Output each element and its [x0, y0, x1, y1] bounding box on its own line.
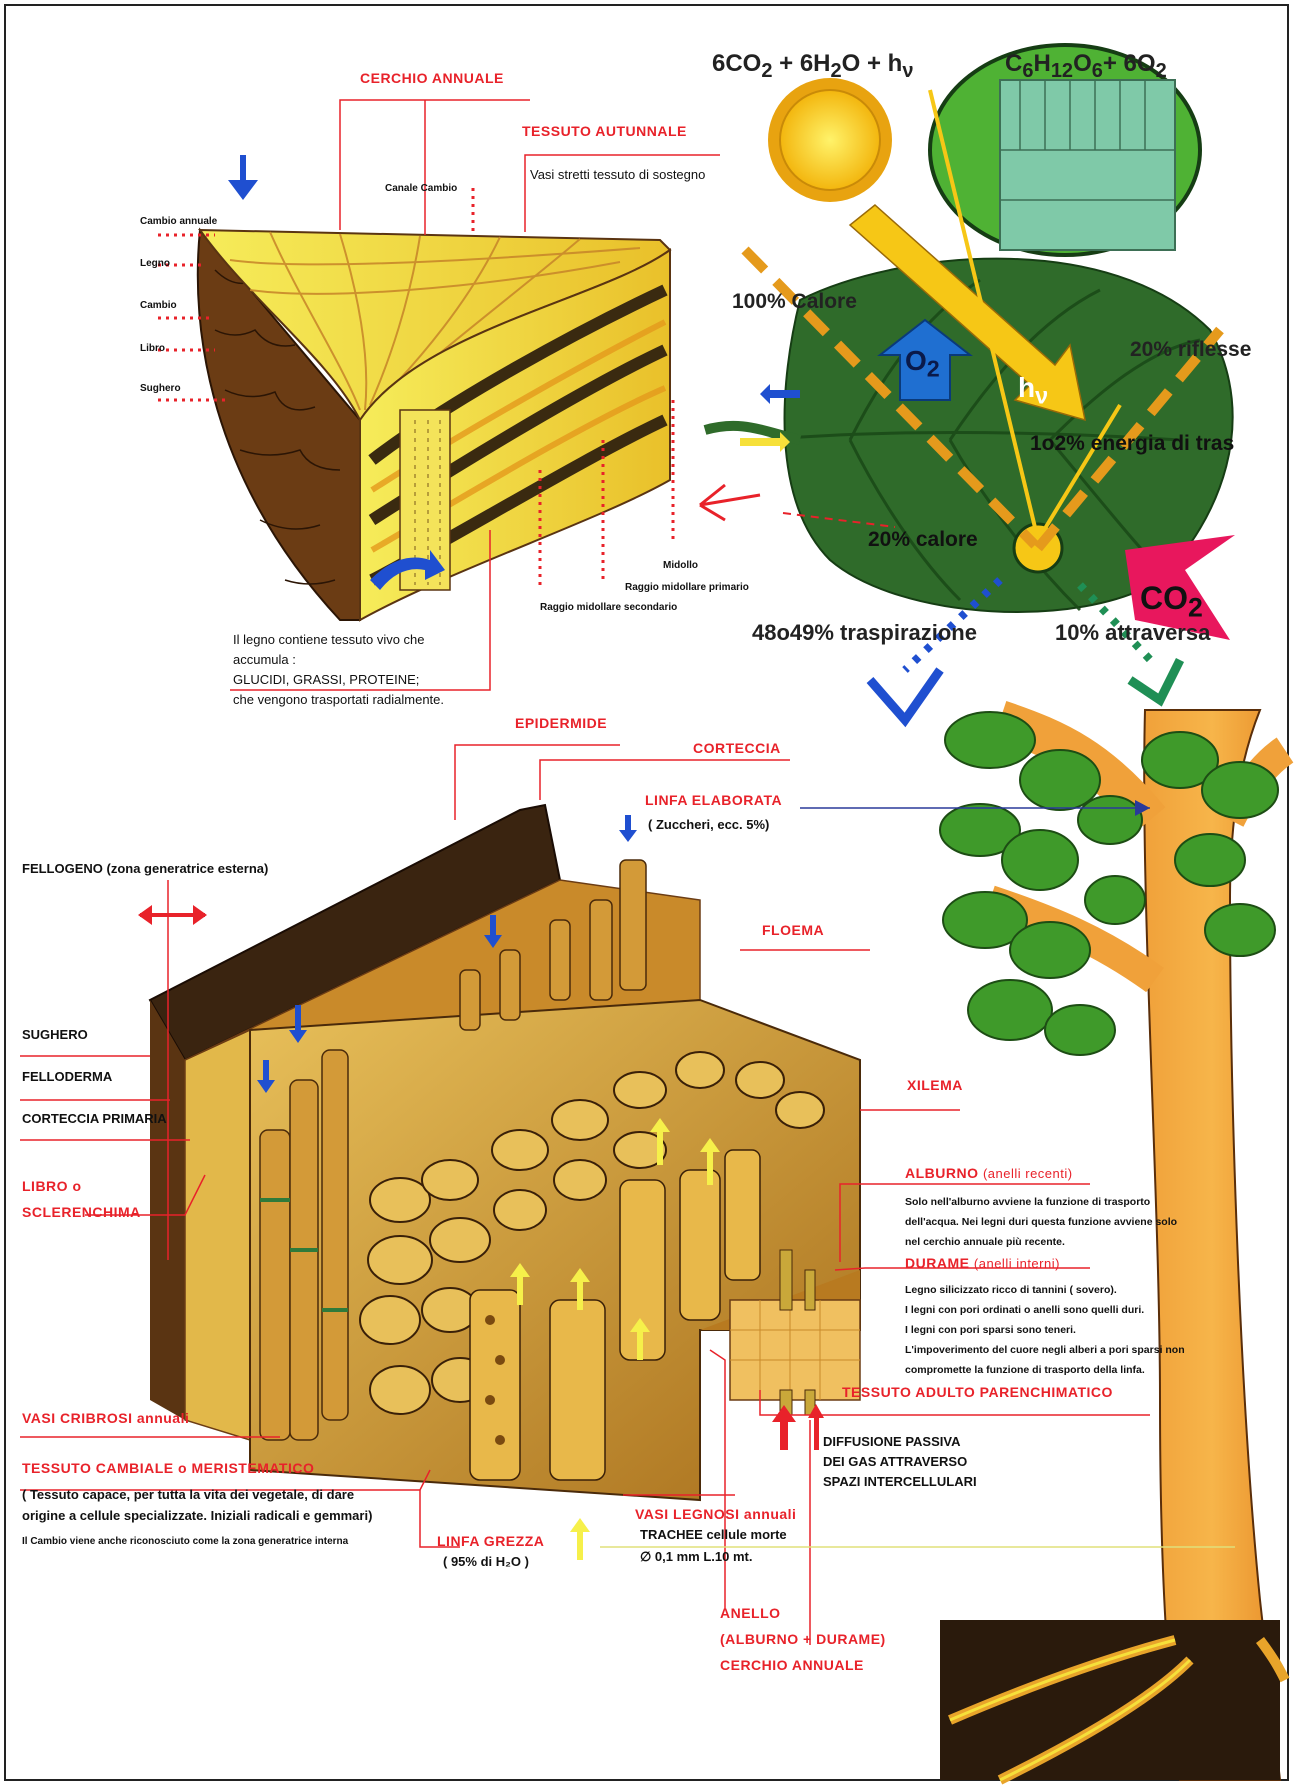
durame-title: DURAME [905, 1255, 969, 1271]
legno-line: che vengono trasportati radialmente. [233, 690, 444, 710]
label-o2: O2 [905, 345, 940, 382]
eq-sub: 2 [1156, 60, 1167, 82]
diffusione-line: DIFFUSIONE PASSIVA [823, 1432, 977, 1452]
eq-sub: 12 [1051, 60, 1073, 82]
label-fellogeno: FELLOGENO (zona generatrice esterna) [22, 862, 268, 877]
label-cerchio-annuale: CERCHIO ANNUALE [360, 70, 504, 86]
cambiale-line: origine a cellule specializzate. Inizial… [22, 1505, 372, 1526]
alburno-description: Solo nell'alburno avviene la funzione di… [905, 1192, 1177, 1252]
label-cambio-note: Il Cambio viene anche riconosciuto come … [22, 1536, 348, 1548]
alburno-line: Solo nell'alburno avviene la funzione di… [905, 1192, 1177, 1212]
o2-text: O [905, 345, 927, 376]
photosynthesis-products: C6H12O6+ 6O2 [1005, 50, 1167, 83]
label-layer-sughero: Sughero [140, 383, 181, 395]
durame-line: Legno silicizzato ricco di tannini ( sov… [905, 1280, 1185, 1300]
label-tessuto-adulto: TESSUTO ADULTO PARENCHIMATICO [842, 1384, 1113, 1400]
co2-text: CO [1140, 580, 1188, 616]
legno-line: Il legno contiene tessuto vivo che [233, 630, 444, 650]
eq-h2o: + 6H [772, 50, 830, 77]
legno-line: accumula : [233, 650, 444, 670]
label-layer-legno: Legno [140, 258, 170, 270]
photosynthesis-equation: 6CO2 + 6H2O + hν [712, 50, 913, 83]
durame-line: I legni con pori ordinati o anelli sono … [905, 1300, 1185, 1320]
label-linfa-grezza: LINFA GREZZA [437, 1533, 544, 1549]
eq-h: H [1033, 50, 1050, 77]
label-calore-100: 100% Calore [732, 290, 857, 314]
alburno-sub: (anelli recenti) [983, 1166, 1073, 1181]
label-vasi-stretti: Vasi stretti tessuto di sostegno [530, 168, 705, 183]
diffusione-text: DIFFUSIONE PASSIVA DEI GAS ATTRAVERSO SP… [823, 1432, 977, 1492]
alburno-line: dell'acqua. Nei legni duri questa funzio… [905, 1212, 1177, 1232]
label-vasi-cribrosi: VASI CRIBROSI annuali [22, 1410, 189, 1426]
label-co2: CO2 [1140, 580, 1203, 623]
legno-description: Il legno contiene tessuto vivo che accum… [233, 630, 444, 710]
label-raggio-primario: Raggio midollare primario [625, 582, 749, 594]
durame-heading: DURAME (anelli interni) [905, 1255, 1060, 1273]
durame-line: I legni con pori sparsi sono teneri. [905, 1320, 1185, 1340]
durame-description: Legno silicizzato ricco di tannini ( sov… [905, 1280, 1185, 1380]
label-corteccia-primaria: CORTECCIA PRIMARIA [22, 1112, 167, 1127]
eq-o2: + 6O [1103, 50, 1156, 77]
label-sclerenchima: SCLERENCHIMA [22, 1204, 141, 1220]
label-layer-cambio: Cambio [140, 300, 177, 312]
co2-sub: 2 [1188, 592, 1203, 622]
sun-icon [768, 78, 892, 202]
label-riflesse: 20% riflesse [1130, 338, 1251, 362]
label-layer-cambio-annuale: Cambio annuale [140, 216, 217, 228]
label-floema: FLOEMA [762, 922, 824, 938]
legno-line: GLUCIDI, GRASSI, PROTEINE; [233, 670, 444, 690]
label-linfa-elaborata: LINFA ELABORATA [645, 792, 782, 808]
label-canale-cambio: Canale Cambio [385, 183, 457, 195]
label-vasi-legnosi: VASI LEGNOSI annuali [635, 1506, 796, 1522]
label-xilema: XILEMA [907, 1077, 963, 1093]
label-hv: hν [1018, 372, 1048, 409]
eq-sub: 6 [1092, 60, 1103, 82]
anello-line: ANELLO [720, 1600, 886, 1626]
label-traspirazione: 48o49% traspirazione [752, 620, 977, 645]
eq-o-hv: O + h [842, 50, 903, 77]
hv-sub: ν [1035, 383, 1048, 409]
label-epidermide: EPIDERMIDE [515, 715, 607, 731]
label-attraversa: 10% attraversa [1055, 620, 1210, 645]
hv-text: h [1018, 372, 1035, 403]
durame-line: L'impoverimento del cuore negli alberi a… [905, 1340, 1185, 1360]
alburno-line: nel cerchio annuale più recente. [905, 1232, 1177, 1252]
anello-line: (ALBURNO + DURAME) [720, 1626, 886, 1652]
eq-co2: 6CO [712, 50, 761, 77]
alburno-heading: ALBURNO (anelli recenti) [905, 1165, 1073, 1183]
label-layer-libro: Libro [140, 343, 165, 355]
eq-sub: 2 [831, 60, 842, 82]
label-sughero: SUGHERO [22, 1028, 88, 1043]
label-trachee: TRACHEE cellule morte [640, 1528, 787, 1543]
anello-line: CERCHIO ANNUALE [720, 1652, 886, 1678]
eq-sub: 6 [1022, 60, 1033, 82]
diffusione-line: SPAZI INTERCELLULARI [823, 1472, 977, 1492]
trunk-wedge [198, 155, 670, 620]
label-raggio-secondario: Raggio midollare secondario [540, 602, 677, 614]
label-corteccia: CORTECCIA [693, 740, 781, 756]
diffusione-line: DEI GAS ATTRAVERSO [823, 1452, 977, 1472]
cambiale-line: ( Tessuto capace, per tutta la vita dei … [22, 1484, 372, 1505]
alburno-title: ALBURNO [905, 1165, 979, 1181]
eq-nu: ν [902, 60, 913, 82]
label-libro: LIBRO o [22, 1178, 82, 1194]
label-midollo: Midollo [663, 560, 698, 572]
label-energia: 1o2% energia di tras [1030, 432, 1234, 456]
label-h2o: ( 95% di H₂O ) [443, 1555, 529, 1570]
wood-block [138, 805, 860, 1560]
eq-o: O [1073, 50, 1092, 77]
cambiale-description: ( Tessuto capace, per tutta la vita dei … [22, 1484, 372, 1526]
durame-sub: (anelli interni) [974, 1256, 1060, 1271]
eq-c: C [1005, 50, 1022, 77]
label-dimensioni: ∅ 0,1 mm L.10 mt. [640, 1550, 752, 1565]
label-zuccheri: ( Zuccheri, ecc. 5%) [648, 818, 769, 833]
label-tessuto-autunnale: TESSUTO AUTUNNALE [522, 123, 687, 139]
anello-text: ANELLO (ALBURNO + DURAME) CERCHIO ANNUAL… [720, 1600, 886, 1678]
o2-sub: 2 [927, 356, 940, 382]
label-calore-20: 20% calore [868, 528, 978, 552]
label-felloderma: FELLODERMA [22, 1070, 112, 1085]
durame-line: compromette la funzione di trasporto del… [905, 1360, 1185, 1380]
eq-sub: 2 [761, 60, 772, 82]
label-tessuto-cambiale: TESSUTO CAMBIALE o MERISTEMATICO [22, 1460, 314, 1476]
